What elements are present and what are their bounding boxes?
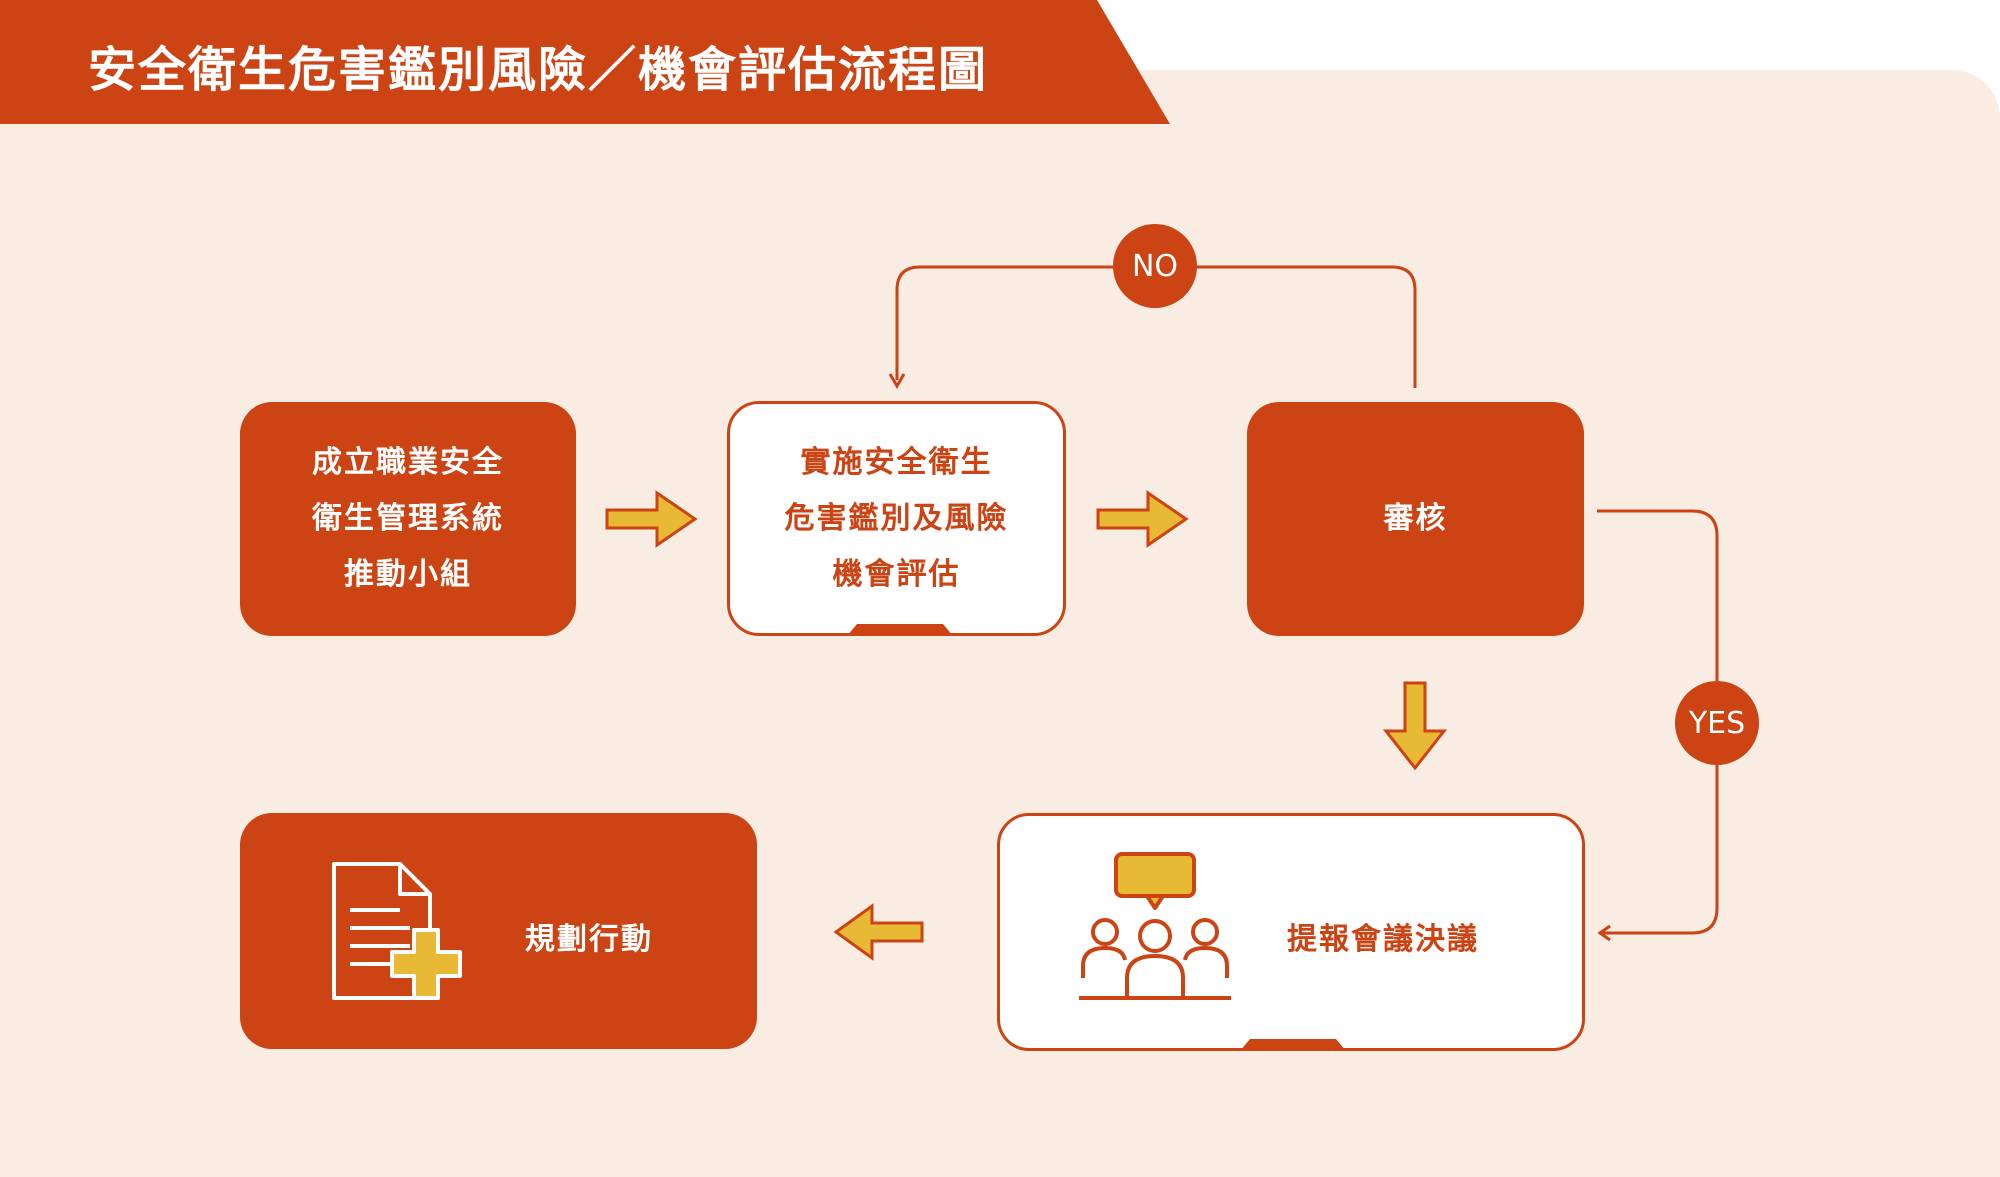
node-assessment: 實施安全衛生 危害鑑別及風險 機會評估 bbox=[727, 401, 1066, 636]
document-plus-icon bbox=[332, 862, 462, 1000]
arrow-right-1 bbox=[605, 490, 698, 548]
node-review-label: 審核 bbox=[1383, 501, 1448, 536]
node-assessment-line-1: 實施安全衛生 bbox=[800, 444, 993, 480]
title-banner bbox=[0, 0, 1170, 124]
yes-arrowhead bbox=[1597, 924, 1611, 942]
arrow-left bbox=[833, 903, 924, 961]
node-assessment-line-3: 機會評估 bbox=[832, 556, 961, 592]
node-committee-line-3: 推動小組 bbox=[344, 557, 472, 592]
node-assessment-line-2: 危害鑑別及風險 bbox=[784, 500, 1009, 536]
decision-no-badge: NO bbox=[1113, 224, 1197, 308]
node-meeting-label: 提報會議決議 bbox=[1287, 922, 1479, 957]
node-review: 審核 bbox=[1247, 402, 1584, 636]
node-assessment-tab bbox=[847, 624, 953, 636]
node-action bbox=[240, 813, 757, 1049]
page-title: 安全衛生危害鑑別風險／機會評估流程圖 bbox=[88, 42, 989, 98]
arrow-down bbox=[1382, 681, 1448, 771]
meeting-people-icon bbox=[1079, 852, 1231, 1000]
no-loop-arrowhead bbox=[888, 373, 906, 389]
node-action-label: 規劃行動 bbox=[525, 922, 653, 957]
node-committee-line-1: 成立職業安全 bbox=[312, 445, 504, 480]
node-committee-line-2: 衛生管理系統 bbox=[312, 501, 504, 536]
decision-yes-badge: YES bbox=[1675, 681, 1759, 765]
node-committee: 成立職業安全 衛生管理系統 推動小組 bbox=[240, 402, 576, 636]
arrow-right-2 bbox=[1096, 490, 1189, 548]
node-meeting-tab bbox=[1240, 1039, 1346, 1051]
